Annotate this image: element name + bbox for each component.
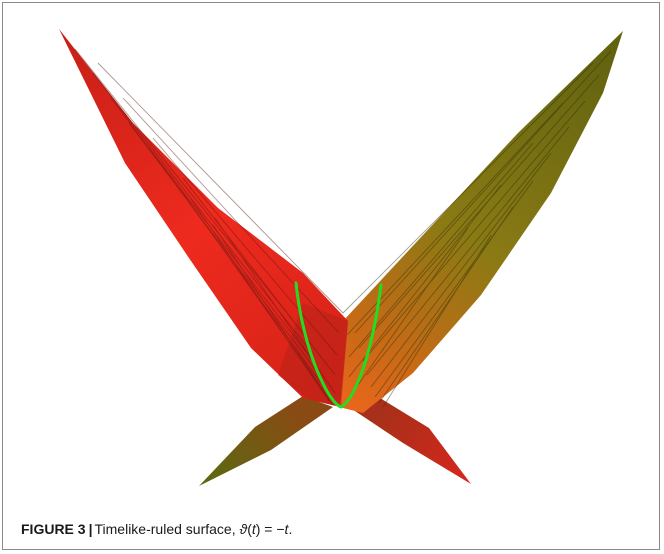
caption-end: .	[288, 521, 293, 537]
neck-shading	[278, 303, 348, 407]
right-rulings	[342, 50, 612, 408]
lower-left-wing	[199, 396, 333, 486]
caption-theta: ϑ	[239, 521, 248, 537]
caption-t2: t	[284, 521, 289, 537]
left-sheet	[59, 29, 348, 407]
caption-separator: |	[88, 521, 93, 537]
caption-text: Timelike-ruled surface,	[94, 521, 240, 537]
caption-close-eq: ) = −	[255, 521, 285, 537]
figure-caption: FIGURE 3|Timelike-ruled surface, ϑ(t) = …	[21, 521, 292, 537]
right-sheet	[339, 31, 623, 413]
figure-label: FIGURE 3	[21, 521, 86, 537]
base-curve	[294, 281, 383, 409]
left-rulings	[74, 48, 344, 406]
caption-t1: t	[251, 521, 256, 537]
ruled-surface-plot	[59, 29, 623, 486]
lower-right-wing	[349, 395, 471, 484]
caption-open-paren: (	[247, 521, 252, 537]
